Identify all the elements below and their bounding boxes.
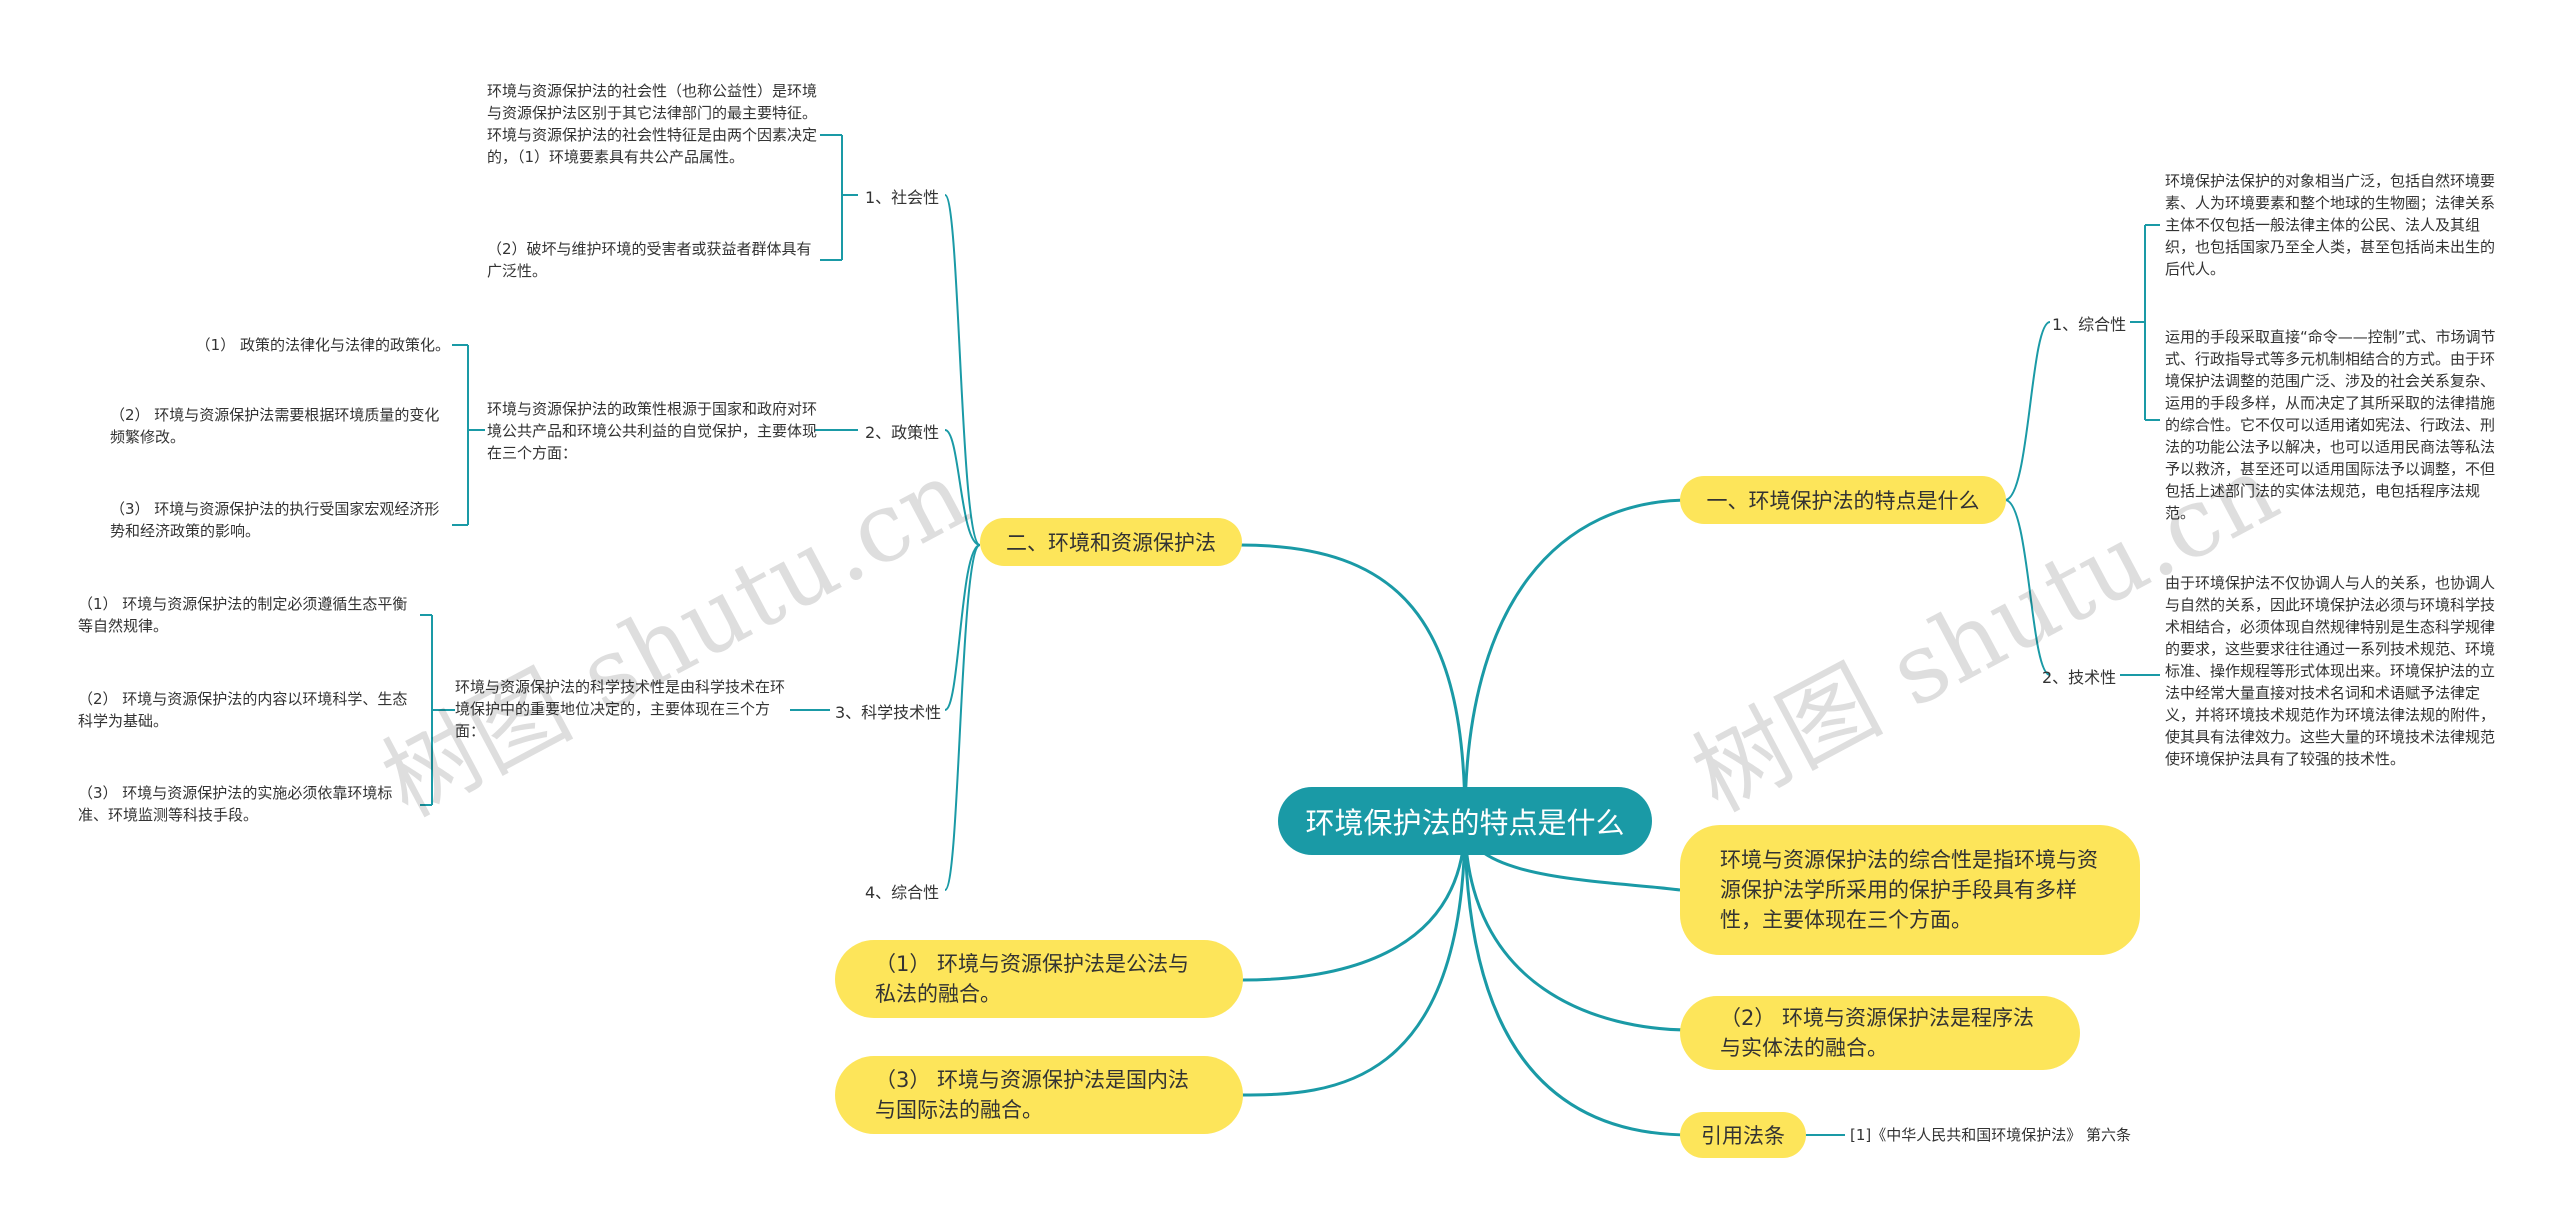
policy-item-2: （2） 环境与资源保护法需要根据环境质量的变化频繁修改。 <box>110 406 440 446</box>
right-comprehensive-text-1: 环境保护法保护的对象相当广泛，包括自然环境要素、人为环境要素和整个地球的生物圈；… <box>2165 172 2496 278</box>
right-main-topic[interactable]: 一、环境保护法的特点是什么 <box>1680 476 2006 524</box>
left-main-topic[interactable]: 二、环境和资源保护法 <box>980 518 1242 566</box>
citation-topic[interactable]: 引用法条 <box>1680 1112 1806 1158</box>
central-topic[interactable]: 环境保护法的特点是什么 <box>1278 787 1652 855</box>
right-sub-technical[interactable]: 2、技术性 <box>2042 668 2117 687</box>
science-item-2: （2） 环境与资源保护法的内容以环境科学、生态科学为基础。 <box>78 690 408 730</box>
right-technical-text: 由于环境保护法不仅协调人与人的关系，也协调人与自然的关系，因此环境保护法必须与环… <box>2165 574 2496 768</box>
right-sub-comprehensive[interactable]: 1、综合性 <box>2052 315 2127 334</box>
left-sub-social[interactable]: 1、社会性 <box>865 188 940 207</box>
policy-text: 环境与资源保护法的政策性根源于国家和政府对环境公共产品和环境公共利益的自觉保护，… <box>487 400 818 462</box>
policy-item-3: （3） 环境与资源保护法的执行受国家宏观经济形势和经济政策的影响。 <box>110 500 440 540</box>
left-sub-science[interactable]: 3、科学技术性 <box>835 703 942 722</box>
left-pill-domestic-intl[interactable]: （3） 环境与资源保护法是国内法与国际法的融合。 <box>835 1056 1243 1134</box>
left-sub-policy[interactable]: 2、政策性 <box>865 423 940 442</box>
left-pill-public-private[interactable]: （1） 环境与资源保护法是公法与私法的融合。 <box>835 940 1243 1018</box>
social-text-2: （2）破坏与维护环境的受害者或获益者群体具有广泛性。 <box>487 240 812 280</box>
science-item-3: （3） 环境与资源保护法的实施必须依靠环境标准、环境监测等科技手段。 <box>78 784 393 824</box>
left-sub-comprehensive[interactable]: 4、综合性 <box>865 883 940 902</box>
policy-item-1: （1） 政策的法律化与法律的政策化。 <box>195 336 450 354</box>
science-text: 环境与资源保护法的科学技术性是由科学技术在环境保护中的重要地位决定的，主要体现在… <box>455 678 786 740</box>
right-pill-procedure[interactable]: （2） 环境与资源保护法是程序法与实体法的融合。 <box>1680 996 2080 1070</box>
citation-text: [1]《中华人民共和国环境保护法》 第六条 <box>1850 1126 2132 1144</box>
right-comprehensive-text-2: 运用的手段采取直接“命令——控制”式、市场调节式、行政指导式等多元机制相结合的方… <box>2165 328 2496 522</box>
social-text-1: 环境与资源保护法的社会性（也称公益性）是环境与资源保护法区别于其它法律部门的最主… <box>487 82 818 166</box>
right-pill-comprehensive[interactable]: 环境与资源保护法的综合性是指环境与资源保护法学所采用的保护手段具有多样性，主要体… <box>1680 825 2140 955</box>
science-item-1: （1） 环境与资源保护法的制定必须遵循生态平衡等自然规律。 <box>78 595 408 635</box>
